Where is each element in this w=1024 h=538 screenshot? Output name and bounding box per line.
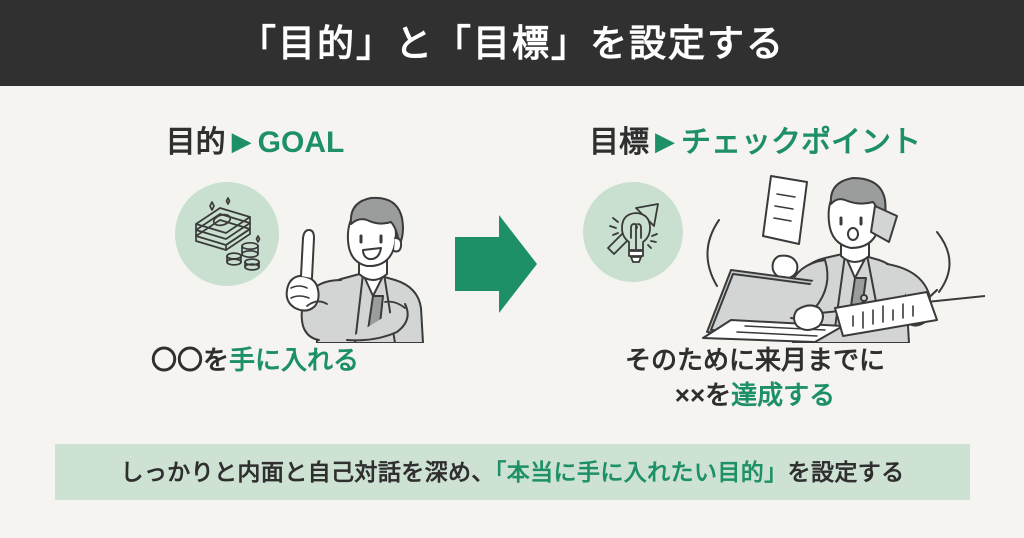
heading-value-checkpoint: チェックポイント (681, 126, 921, 159)
banner-text-highlight: 「本当に手に入れたい目的」 (494, 458, 788, 485)
banner-text-before: しっかりと内面と自己対話を深め、 (120, 458, 495, 485)
column-purpose-heading: 目的▶GOAL (40, 128, 470, 158)
busy-businessman-multitasking-illustration (675, 160, 986, 344)
caption-target-line2: ××を達成する (520, 378, 990, 413)
column-purpose: 目的▶GOAL (40, 86, 470, 378)
page-title: 「目的」と「目標」を設定する (239, 22, 785, 64)
summary-banner-text: しっかりと内面と自己対話を深め、「本当に手に入れたい目的」を設定する (120, 458, 905, 485)
right-block-arrow-icon (455, 215, 537, 313)
caption-target-line1: そのために来月までに (624, 345, 885, 375)
caption-target-plain: ××を (674, 380, 732, 411)
caption-purpose-highlight: 手に入れる (229, 345, 360, 375)
lightbulb-arrow-idea-icon (596, 194, 672, 270)
illustration-purpose (40, 158, 470, 344)
column-target: 目標▶チェックポイント (520, 86, 990, 413)
businessman-pointing-up-illustration (255, 168, 445, 344)
heading-term-purpose: 目的 (165, 126, 226, 159)
summary-banner: しっかりと内面と自己対話を深め、「本当に手に入れたい目的」を設定する (55, 444, 970, 500)
heading-value-goal: GOAL (257, 126, 345, 159)
illustration-target (520, 158, 990, 344)
caption-purpose: 〇〇を手に入れる (40, 343, 470, 378)
caption-target: そのために来月までに ××を達成する (520, 343, 990, 413)
banner-text-after: を設定する (787, 458, 905, 485)
money-stack-icon (190, 196, 266, 272)
column-target-heading: 目標▶チェックポイント (520, 128, 990, 158)
title-bar: 「目的」と「目標」を設定する (0, 0, 1024, 86)
caption-target-highlight: 達成する (731, 380, 836, 411)
triangle-right-icon: ▶ (231, 126, 252, 156)
heading-term-target: 目標 (589, 126, 649, 159)
caption-purpose-plain: 〇〇を (150, 345, 229, 375)
triangle-right-icon-2: ▶ (655, 126, 675, 156)
